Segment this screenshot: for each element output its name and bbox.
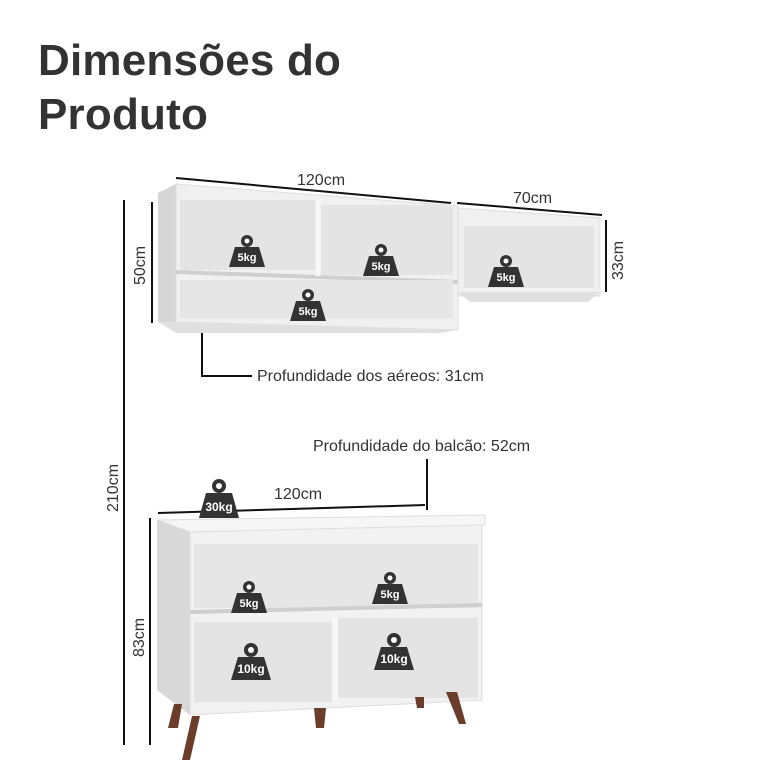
weight-icon-counter-shelf-1: 5kg	[227, 580, 271, 616]
counter-width-label: 120cm	[274, 486, 323, 503]
title-line-1: Dimensões do	[38, 36, 342, 85]
counter-cabinet	[156, 514, 486, 760]
weight-value: 5kg	[298, 306, 318, 318]
weight-icon-counter-shelf-2: 5kg	[368, 571, 412, 607]
upper-cabinet-left	[158, 183, 459, 333]
upper-depth-label: Profundidade dos aéreos: 31cm	[257, 368, 484, 385]
upper-right-height-label: 33cm	[610, 240, 627, 280]
page-title: Dimensões do Produto	[38, 34, 341, 142]
weight-value: 10kg	[380, 652, 408, 666]
total-height-label: 210cm	[105, 463, 122, 512]
weight-icon-upper-right: 5kg	[484, 254, 528, 290]
upper-left-width-label: 120cm	[297, 172, 346, 189]
weight-icon-counter-bottom-2: 10kg	[370, 632, 418, 672]
weight-value: 30kg	[205, 500, 233, 514]
weight-value: 5kg	[371, 261, 391, 273]
upper-cabinet-right	[457, 207, 601, 302]
weight-value: 5kg	[239, 598, 259, 610]
counter-depth-label: Profundidade do balcão: 52cm	[313, 438, 531, 455]
upper-right-width-label: 70cm	[513, 190, 553, 207]
weight-value: 5kg	[380, 589, 400, 601]
title-line-2: Produto	[38, 90, 209, 139]
weight-value: 5kg	[237, 252, 257, 264]
weight-icon-upper-left-2: 5kg	[359, 243, 403, 279]
weight-icon-upper-left-1: 5kg	[225, 234, 269, 270]
upper-left-height-label: 50cm	[132, 245, 149, 285]
weight-icon-counter-top: 30kg	[195, 478, 243, 520]
weight-value: 5kg	[496, 272, 516, 284]
counter-height-label: 83cm	[131, 617, 148, 657]
weight-value: 10kg	[237, 662, 265, 676]
weight-icon-counter-bottom-1: 10kg	[227, 642, 275, 682]
weight-icon-upper-left-3: 5kg	[286, 288, 330, 324]
